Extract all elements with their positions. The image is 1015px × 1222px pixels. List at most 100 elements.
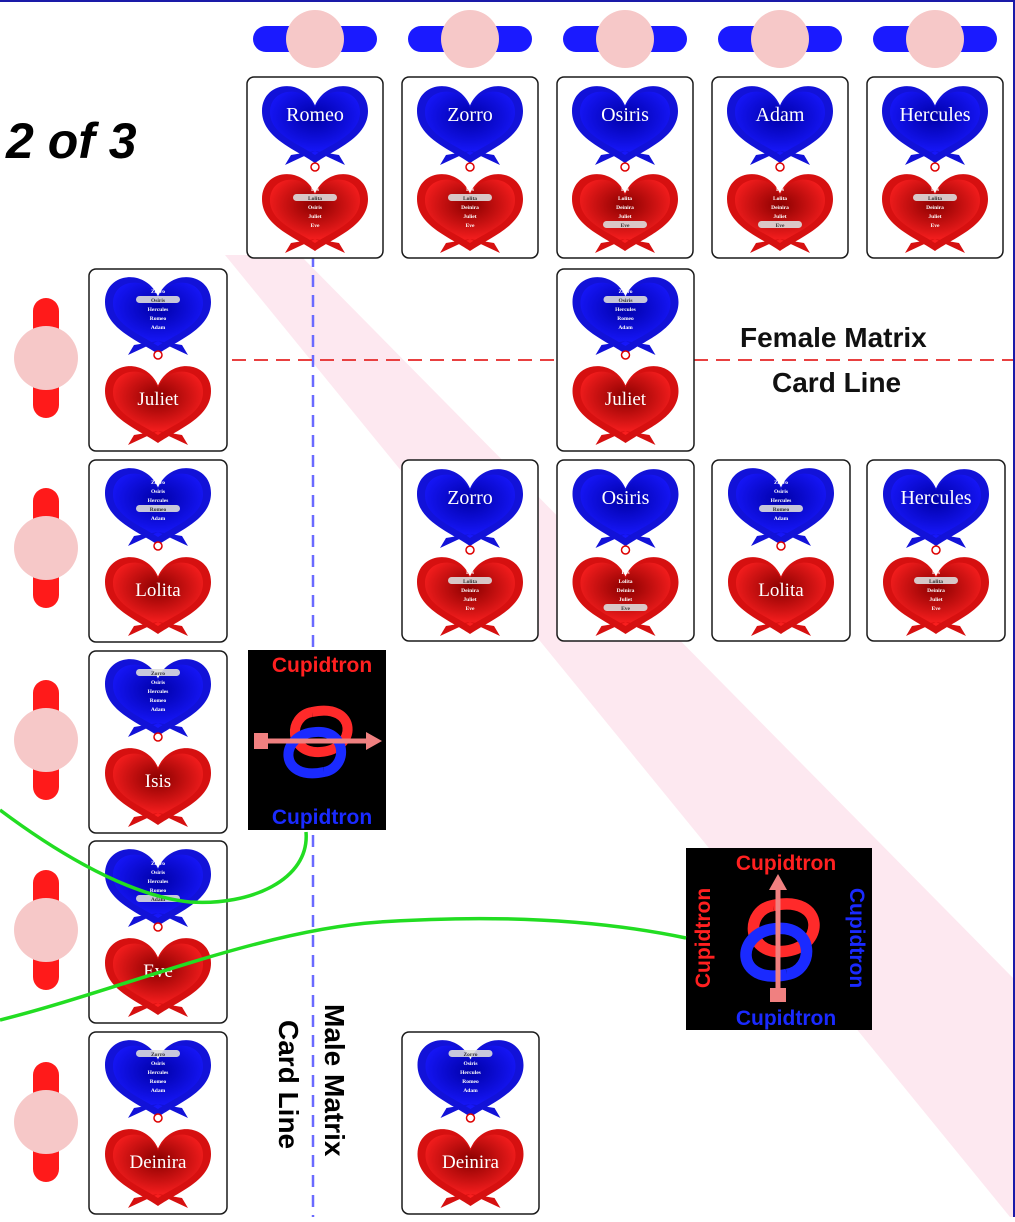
card-list-item: Adam bbox=[151, 897, 166, 903]
row-marker-icon bbox=[14, 488, 78, 608]
female-heart-icon bbox=[572, 174, 678, 251]
card-list-item: Romeo bbox=[150, 888, 167, 894]
card-list-item: Hercules bbox=[148, 689, 169, 695]
ribbon-left bbox=[285, 239, 315, 253]
card-list-item: Osiris bbox=[308, 205, 322, 211]
ribbon-right bbox=[625, 622, 656, 636]
card-list-item: Hercules bbox=[771, 498, 792, 504]
marker-disk bbox=[14, 708, 78, 772]
card-list-item: Eve bbox=[931, 223, 940, 229]
knot-red bbox=[747, 898, 820, 958]
card-list-item: Adam bbox=[463, 1088, 478, 1094]
marker-disk bbox=[14, 326, 78, 390]
heart-inner bbox=[735, 179, 825, 243]
female-heart-icon bbox=[883, 557, 989, 634]
card-top-name: Osiris bbox=[602, 487, 650, 509]
cupidtron-label-top: Cupidtron bbox=[272, 654, 372, 677]
link-icon bbox=[776, 541, 786, 551]
ribbon-left bbox=[128, 1003, 158, 1017]
heart-inner bbox=[425, 91, 515, 155]
marker-disk bbox=[14, 516, 78, 580]
marker-disk bbox=[286, 10, 344, 68]
link-icon bbox=[931, 545, 941, 555]
row-marker-icon bbox=[14, 298, 78, 418]
heart-inner bbox=[113, 1134, 203, 1198]
ribbon-right bbox=[158, 1003, 188, 1017]
ribbon-right bbox=[470, 534, 500, 548]
ribbon-right bbox=[470, 239, 500, 253]
female-heart-icon bbox=[262, 174, 368, 251]
card-list-item: Eve bbox=[621, 606, 630, 612]
card-list-item: Isis bbox=[776, 187, 784, 193]
heart-inner bbox=[580, 91, 670, 155]
card-list-item: Eve bbox=[932, 606, 941, 612]
female-heart-icon bbox=[105, 557, 211, 634]
ribbon-right bbox=[625, 239, 655, 253]
arrow-tail bbox=[254, 733, 268, 749]
card-list-item: Juliet bbox=[929, 597, 942, 603]
cupidtron-label-bottom: Cupidtron bbox=[272, 806, 372, 829]
card-list-item: Romeo bbox=[462, 1079, 479, 1085]
column-marker-icon bbox=[873, 10, 997, 68]
ribbon-left bbox=[905, 151, 935, 165]
ribbon-left bbox=[285, 151, 315, 165]
highlight-pill bbox=[913, 194, 957, 201]
male-heart-icon bbox=[572, 469, 679, 546]
highlight-pill bbox=[448, 1050, 493, 1057]
male-heart-icon bbox=[727, 86, 833, 163]
card-list-item: Osiris bbox=[618, 298, 632, 304]
column-marker-icon bbox=[718, 10, 842, 68]
highlight-pill bbox=[758, 221, 802, 228]
ribbon-right bbox=[315, 239, 345, 253]
ribbon-right bbox=[470, 622, 500, 636]
highlight-pill bbox=[759, 505, 803, 512]
card-list-item: Juliet bbox=[463, 214, 476, 220]
heart-inner bbox=[270, 179, 360, 243]
card-bottom-name: Juliet bbox=[605, 389, 647, 410]
card-list-item: Isis bbox=[621, 187, 629, 193]
ribbon-right bbox=[780, 151, 810, 165]
highlight-pill bbox=[293, 194, 337, 201]
ribbon-left bbox=[595, 151, 625, 165]
link-icon bbox=[930, 162, 940, 172]
ribbon-left bbox=[751, 622, 781, 636]
male-matrix-label: Male Matrix bbox=[319, 1004, 350, 1157]
ribbon-right bbox=[625, 431, 656, 445]
male-heart-icon bbox=[417, 1040, 524, 1117]
heart-inner bbox=[736, 562, 826, 626]
female-heart-icon bbox=[417, 557, 523, 634]
female-heart-icon bbox=[417, 1129, 524, 1206]
highlight-pill bbox=[136, 669, 180, 676]
card-list-item: Juliet bbox=[618, 214, 631, 220]
link-icon bbox=[310, 162, 320, 172]
ribbon-right bbox=[625, 534, 656, 548]
ribbon-right bbox=[781, 622, 811, 636]
card-list-item: Hercules bbox=[148, 498, 169, 504]
ribbon-left bbox=[906, 622, 936, 636]
heart-inner bbox=[580, 371, 671, 435]
female-heart-icon bbox=[417, 174, 523, 251]
male-card-line-label: Card Line bbox=[273, 1020, 304, 1150]
card-list-item: Osiris bbox=[151, 489, 165, 495]
ribbon-right bbox=[158, 622, 188, 636]
male-heart-icon bbox=[882, 86, 988, 163]
